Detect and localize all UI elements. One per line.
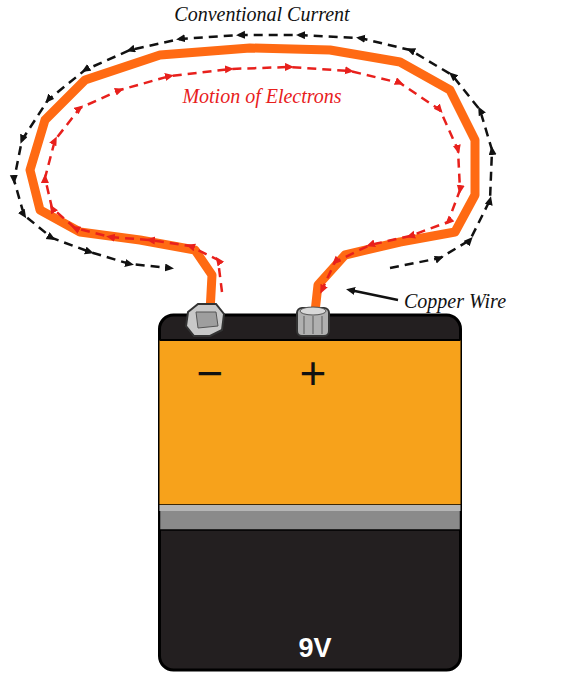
battery: − +9V: [158, 300, 462, 672]
terminal-sign: −: [197, 348, 224, 399]
copper-wire: [30, 48, 475, 312]
current-label: Conventional Current: [174, 3, 349, 25]
terminal-sign: +: [300, 348, 327, 399]
electron-label: Motion of Electrons: [182, 85, 341, 107]
electron-motion-arrows: [45, 67, 460, 292]
voltage-label: 9V: [298, 634, 331, 664]
leader-arrow: [350, 290, 398, 300]
wire-label: Copper Wire: [404, 290, 506, 312]
